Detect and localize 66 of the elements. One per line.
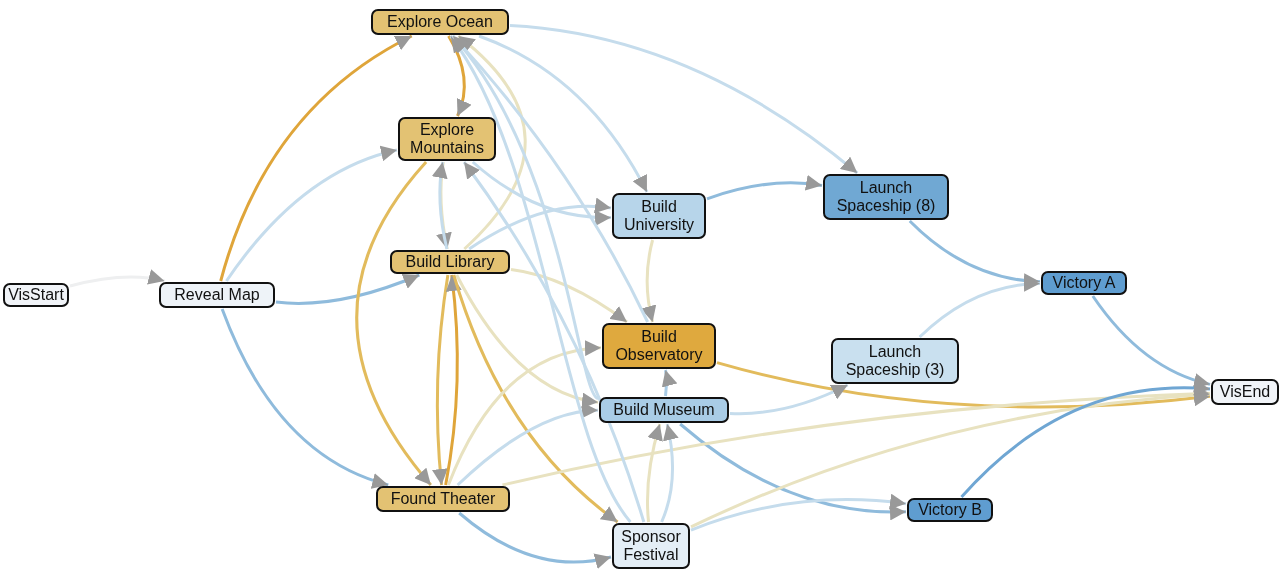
arrow bbox=[436, 161, 452, 250]
arrow bbox=[69, 269, 165, 288]
arrow bbox=[690, 493, 907, 532]
state-label: Reveal Map bbox=[174, 286, 260, 304]
arrow bbox=[458, 511, 612, 569]
state-box bbox=[612, 523, 690, 569]
arrow bbox=[661, 369, 677, 397]
arrow bbox=[646, 423, 664, 523]
arrow bbox=[471, 160, 611, 226]
arrow bbox=[432, 274, 450, 486]
arrow bbox=[729, 383, 849, 416]
state-label: Build Library bbox=[405, 253, 495, 271]
state-label: Build Museum bbox=[613, 401, 715, 419]
state-box bbox=[398, 117, 496, 161]
state-label: Victory A bbox=[1052, 274, 1116, 292]
arrow bbox=[432, 161, 449, 250]
state-box bbox=[1211, 379, 1279, 405]
arrow bbox=[679, 422, 906, 520]
arrow bbox=[220, 308, 389, 488]
state-label: Build Observatory bbox=[614, 328, 704, 364]
state-box bbox=[599, 397, 729, 423]
arrow bbox=[918, 276, 1041, 339]
arrow bbox=[716, 361, 1211, 409]
arrow bbox=[457, 34, 527, 251]
state-label: Launch Spaceship (8) bbox=[835, 179, 937, 215]
arrow bbox=[1091, 295, 1211, 389]
arrow bbox=[456, 403, 599, 487]
arrow bbox=[509, 24, 859, 175]
arrow bbox=[451, 35, 649, 323]
state-label: Sponsor Festival bbox=[620, 528, 682, 564]
arrow bbox=[660, 423, 679, 523]
state-label: Explore Ocean bbox=[387, 13, 493, 31]
state-box bbox=[823, 174, 949, 220]
arrow bbox=[510, 267, 628, 324]
state-box bbox=[159, 282, 275, 308]
state-label: Build University bbox=[622, 198, 696, 234]
state-box bbox=[3, 283, 69, 307]
arrow bbox=[219, 34, 413, 282]
arrow bbox=[449, 35, 632, 523]
state-label: Launch Spaceship (3) bbox=[844, 343, 946, 379]
arrow bbox=[455, 274, 599, 408]
arrow bbox=[468, 198, 612, 251]
arrow bbox=[706, 175, 823, 201]
state-box bbox=[612, 193, 706, 239]
state-label: Explore Mountains bbox=[409, 121, 485, 157]
state-label: Found Theater bbox=[390, 490, 496, 508]
arrow bbox=[447, 341, 602, 486]
arrow bbox=[641, 239, 657, 323]
arrow bbox=[225, 146, 398, 282]
state-label: VisStart bbox=[8, 286, 64, 304]
arrow bbox=[462, 161, 646, 523]
state-box bbox=[831, 338, 959, 384]
state-box bbox=[602, 323, 716, 369]
arrow bbox=[452, 274, 619, 524]
state-label: VisEnd bbox=[1219, 383, 1271, 401]
state-box bbox=[907, 498, 993, 522]
state-label: Victory B bbox=[918, 501, 982, 519]
arrow bbox=[444, 274, 462, 486]
arrow bbox=[275, 273, 420, 305]
state-box bbox=[376, 486, 510, 512]
state-box bbox=[371, 9, 509, 35]
arrow bbox=[355, 161, 432, 486]
state-box bbox=[390, 250, 510, 274]
arrow bbox=[447, 35, 471, 117]
state-box bbox=[1041, 271, 1127, 295]
arrow bbox=[478, 34, 649, 193]
